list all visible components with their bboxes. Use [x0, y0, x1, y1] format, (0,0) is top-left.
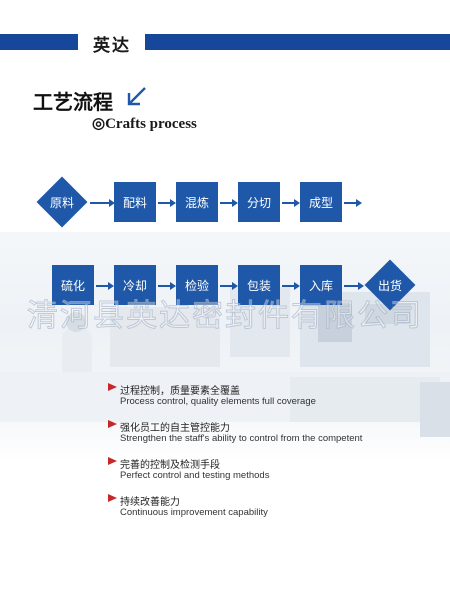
arrow-down-left-icon [127, 87, 146, 106]
bullet-text-en: Continuous improvement capability [120, 507, 268, 518]
flow-arrow [282, 199, 300, 207]
red-arrow-icon [108, 383, 117, 391]
bullet-text-zh: 持续改善能力 [120, 497, 180, 508]
flow-step-raw-material: 原料 [36, 176, 88, 228]
flow-step-batching: 配料 [114, 182, 156, 222]
flow-arrow [90, 199, 115, 207]
flow-step-vulcanization: 硫化 [52, 265, 94, 305]
bullet-text-en: Process control, quality elements full c… [120, 396, 316, 407]
flow-arrow [344, 199, 362, 207]
bullet-text-en: Strengthen the staff's ability to contro… [120, 433, 363, 444]
header-bar-left [0, 34, 78, 50]
header-title: 英达 [93, 36, 131, 56]
flow-step-label: 成型 [308, 195, 333, 210]
flow-step-label: 混炼 [184, 195, 209, 210]
flow-step-label: 检验 [184, 278, 209, 293]
bullet-text-zh: 过程控制，质量要素全覆盖 [120, 386, 240, 397]
red-arrow-icon [108, 494, 117, 502]
flow-step-label: 冷却 [122, 278, 147, 293]
flow-step-mixing: 混炼 [176, 182, 218, 222]
flow-arrow [96, 282, 114, 290]
flow-step-label: 原料 [49, 195, 74, 210]
bullet-text-zh: 强化员工的自主管控能力 [120, 423, 230, 434]
red-arrow-icon [108, 420, 117, 428]
bullet-text-zh: 完善的控制及检测手段 [120, 460, 220, 471]
flow-step-packaging: 包装 [238, 265, 280, 305]
flow-step-label: 入库 [308, 278, 333, 293]
section-title: 工艺流程 [33, 90, 113, 114]
flow-arrow [344, 282, 364, 290]
flow-step-inspection: 检验 [176, 265, 218, 305]
flow-step-shipment: 出货 [364, 259, 416, 311]
flow-arrow [282, 282, 300, 290]
flow-step-cooling: 冷却 [114, 265, 156, 305]
flow-step-molding: 成型 [300, 182, 342, 222]
bullet-text-en: Perfect control and testing methods [120, 470, 270, 481]
flow-arrow [220, 282, 238, 290]
flow-step-warehousing: 入库 [300, 265, 342, 305]
flow-step-label: 硫化 [60, 278, 85, 293]
flow-step-label: 包装 [246, 278, 271, 293]
flow-step-label: 分切 [246, 195, 271, 210]
header-bar-right [145, 34, 450, 50]
lab-photo [0, 232, 450, 462]
flow-arrow [158, 282, 176, 290]
flow-arrow [220, 199, 238, 207]
flow-step-cutting: 分切 [238, 182, 280, 222]
flow-arrow [158, 199, 176, 207]
section-subtitle: ◎Crafts process [92, 116, 197, 132]
flow-step-label: 配料 [122, 195, 147, 210]
red-arrow-icon [108, 457, 117, 465]
flow-step-label: 出货 [377, 278, 402, 293]
